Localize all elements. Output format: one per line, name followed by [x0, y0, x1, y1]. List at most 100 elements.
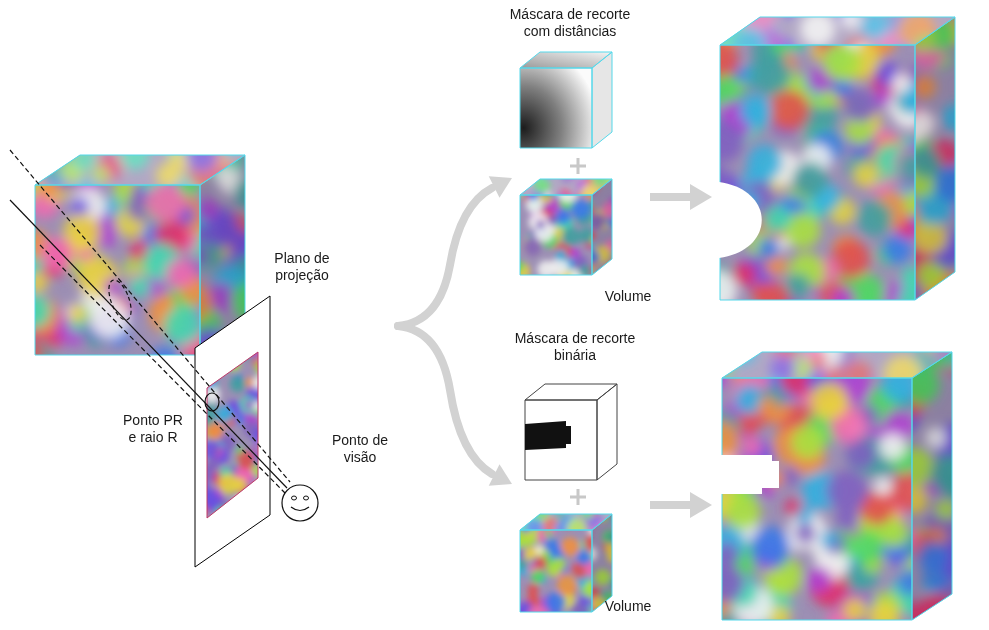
- noise-blob: [179, 156, 205, 182]
- noise-blob: [820, 531, 837, 548]
- noise-blob: [256, 509, 264, 517]
- result-arrow: [650, 193, 692, 201]
- face-shade: [915, 17, 955, 300]
- face-eye: [304, 496, 309, 500]
- cube-edge: [520, 179, 612, 195]
- noise-blob: [537, 165, 552, 180]
- noise-blob: [850, 531, 883, 564]
- noise-blob: [588, 613, 601, 626]
- textured-face: [11, 162, 224, 374]
- textured-face: [695, 23, 937, 327]
- noise-blob: [751, 282, 769, 300]
- cube-edge: [597, 384, 617, 480]
- noise-blob: [561, 537, 580, 556]
- noise-blob: [581, 207, 591, 217]
- noise-blob: [528, 606, 548, 626]
- noise-blob: [217, 352, 228, 363]
- noise-blob: [611, 169, 619, 177]
- noise-blob: [853, 44, 871, 62]
- cube-edge: [722, 378, 912, 620]
- noise-blob: [584, 169, 603, 188]
- face-base: [592, 179, 612, 275]
- noise-blob: [503, 609, 522, 628]
- clipped-region: [719, 182, 762, 258]
- noise-blob: [565, 166, 578, 179]
- noise-blob: [16, 294, 51, 329]
- noise-blob: [769, 90, 810, 131]
- noise-blob: [237, 451, 256, 470]
- noise-blob: [166, 259, 196, 289]
- noise-blob: [546, 592, 566, 612]
- noise-blob: [714, 543, 739, 568]
- face-shade: [592, 179, 612, 275]
- noise-blob: [223, 350, 235, 362]
- noise-blob: [918, 340, 935, 357]
- cube-edge: [525, 400, 597, 480]
- face-eye: [292, 496, 297, 500]
- cube-edge: [520, 514, 612, 530]
- noise-blob: [207, 457, 219, 469]
- label: Volume: [596, 598, 660, 615]
- noise-blob: [195, 418, 207, 430]
- point-pr: [205, 393, 219, 411]
- noise-blob: [184, 145, 208, 169]
- face-outline: [282, 485, 318, 521]
- cube-edge: [520, 530, 592, 612]
- face-base: [720, 17, 955, 45]
- cube-edge: [592, 514, 612, 612]
- cube-edge: [592, 52, 612, 148]
- cube-edge: [592, 179, 612, 275]
- noise-blob: [531, 569, 545, 583]
- cube-edge: [35, 185, 200, 355]
- noise-blob: [732, 262, 756, 286]
- noise-blob: [891, 73, 911, 93]
- noise-blob: [700, 420, 739, 459]
- noise-blob: [583, 181, 595, 193]
- noise-blob: [509, 602, 522, 615]
- noise-blob: [246, 509, 260, 523]
- label: Plano de projeção: [262, 250, 342, 284]
- noise-blob: [252, 376, 266, 390]
- cube-edge: [912, 352, 952, 620]
- noise-blob: [567, 615, 576, 624]
- projected-image: [195, 337, 273, 532]
- noise-blob: [751, 526, 790, 565]
- noise-blob: [252, 428, 269, 445]
- noise-blob: [41, 237, 74, 270]
- noise-blobs: [891, 329, 980, 630]
- noise-blob: [757, 237, 779, 259]
- face-base: [720, 45, 915, 300]
- cube: [525, 384, 617, 480]
- noise-blob: [614, 566, 626, 578]
- noise-blob: [547, 215, 557, 225]
- label: Máscara de recorte com distâncias: [500, 6, 640, 40]
- noise-blob: [201, 440, 219, 458]
- face-shade: [592, 514, 612, 612]
- arrow-head: [489, 176, 512, 197]
- noise-blob: [705, 564, 744, 603]
- noise-blob: [507, 528, 528, 549]
- noise-blob: [245, 337, 263, 355]
- noise-blob: [750, 54, 791, 95]
- noise-blob: [857, 200, 893, 236]
- branch-brace: [398, 326, 492, 474]
- ray-line: [10, 200, 287, 488]
- textured-face: [697, 356, 938, 630]
- noise-blob: [611, 514, 621, 524]
- noise-blob: [546, 503, 555, 512]
- noise-blob: [217, 406, 233, 422]
- cube-edge: [915, 17, 955, 300]
- clipped-region: [721, 455, 779, 494]
- noise-blob: [218, 474, 239, 495]
- noise-blob: [875, 90, 892, 107]
- noise-blob: [880, 520, 908, 548]
- noise-blob: [586, 613, 595, 622]
- noise-blob: [846, 439, 876, 469]
- noise-blob: [571, 199, 590, 218]
- face-smile: [291, 507, 309, 511]
- noise-blob: [928, 295, 948, 315]
- noise-blob: [508, 263, 520, 275]
- plus-sign: [570, 489, 586, 505]
